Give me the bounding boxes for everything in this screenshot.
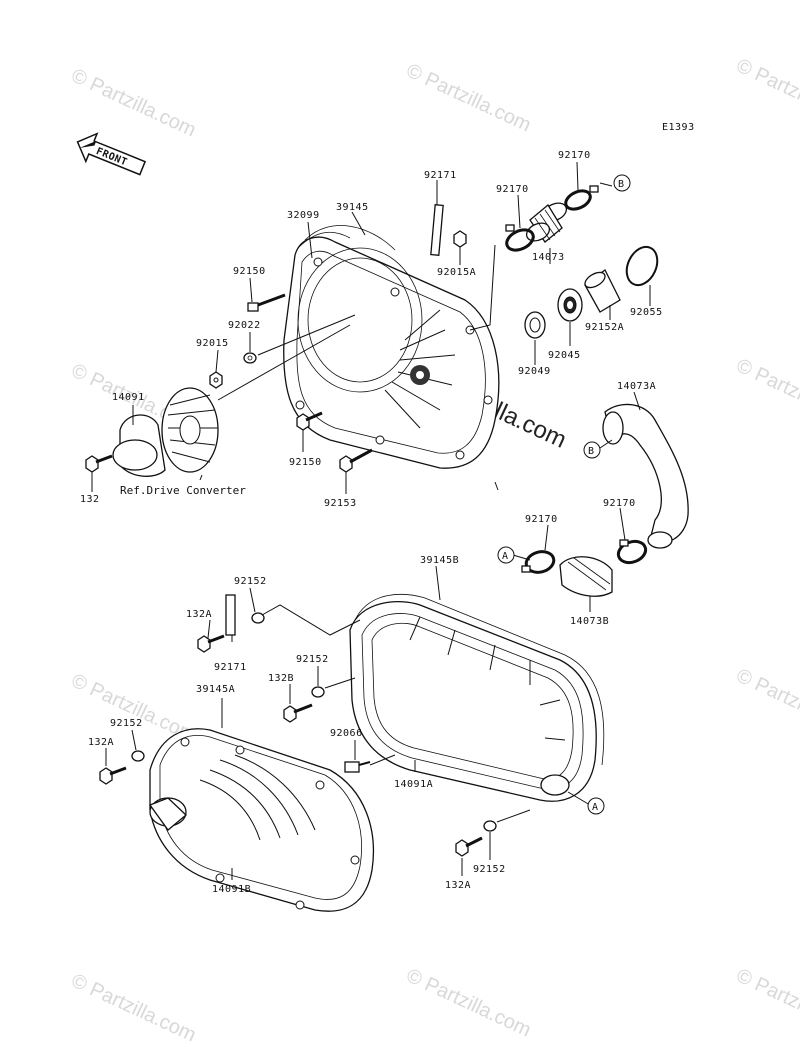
label-92152: 92152 (110, 718, 143, 729)
bolt-132 (85, 454, 113, 473)
sensor-92066 (344, 761, 371, 773)
clamp-92170-d (616, 539, 648, 565)
svg-text:A: A (502, 551, 509, 562)
nut-92015 (209, 371, 223, 389)
label-39145A: 39145A (196, 684, 235, 695)
bolt-92153 (339, 448, 373, 473)
callout-a-duct: A (497, 546, 515, 564)
svg-text:A: A (592, 802, 599, 813)
label-92152: 92152 (296, 654, 329, 665)
label-92170: 92170 (496, 184, 529, 195)
part-labels: 32099 39145 92171 92170 92170 92015A 140… (80, 150, 663, 895)
label-132A: 132A (186, 609, 212, 620)
label-92045: 92045 (548, 350, 581, 361)
svg-text:B: B (618, 179, 625, 190)
watermark: © Partzilla.com (68, 970, 199, 1046)
label-14073A: 14073A (617, 381, 656, 392)
label-92015: 92015 (196, 338, 229, 349)
watermark: © Partzilla.com (733, 665, 800, 742)
label-92049: 92049 (518, 366, 551, 377)
duct-14073A (602, 403, 689, 549)
bolt-132A-c (455, 836, 483, 857)
label-14073B: 14073B (570, 616, 609, 627)
diagram-code: E1393 (662, 122, 695, 133)
washer-92022 (243, 352, 257, 364)
outer-cover-14091B (148, 728, 375, 912)
watermark: © Partzilla.com (733, 355, 800, 432)
label-92171: 92171 (214, 662, 247, 673)
label-132A: 132A (445, 880, 471, 891)
label-39145: 39145 (336, 202, 369, 213)
leader-lines (91, 161, 651, 880)
clamp-92170-c (521, 550, 556, 574)
label-92171: 92171 (424, 170, 457, 181)
seal-92049 (524, 311, 546, 339)
watermark-layer: © Partzilla.com © Partzilla.com © Partzi… (68, 55, 800, 1046)
watermark: © Partzilla.com (68, 65, 199, 142)
label-14091: 14091 (112, 392, 145, 403)
gasket-39145 (297, 231, 351, 249)
gasket-39145B (354, 594, 605, 766)
label-92150: 92150 (233, 266, 266, 277)
label-92150: 92150 (289, 457, 322, 468)
bolt-132A-a (197, 634, 225, 653)
front-arrow-icon: FRONT (76, 132, 147, 176)
label-92170: 92170 (558, 150, 591, 161)
collar-92152-d (483, 820, 497, 832)
label-92153: 92153 (324, 498, 357, 509)
callout-b-top: B (613, 174, 631, 192)
label-92152: 92152 (234, 576, 267, 587)
label-92170: 92170 (525, 514, 558, 525)
watermark: © Partzilla.com (403, 60, 534, 137)
watermark: © Partzilla.com (733, 965, 800, 1042)
bearing-92045 (557, 288, 583, 322)
bolt-132B (283, 703, 313, 723)
collar-92152-b (311, 686, 325, 698)
label-92055: 92055 (630, 307, 663, 318)
bolt-92150-bottom (296, 411, 323, 431)
label-132: 132 (80, 494, 100, 505)
label-14091A: 14091A (394, 779, 433, 790)
bolt-92150-top (247, 293, 286, 312)
collar-92152-c (131, 750, 145, 762)
o-ring-92055 (625, 245, 659, 287)
callout-b-duct: B (583, 441, 601, 459)
label-32099: 32099 (287, 210, 320, 221)
nut-92015A (453, 230, 467, 248)
svg-text:B: B (588, 446, 595, 457)
label-92015A: 92015A (437, 267, 476, 278)
watermark: © Partzilla.com (403, 965, 534, 1042)
label-132B: 132B (268, 673, 294, 684)
label-39145B: 39145B (420, 555, 459, 566)
callout-a-cover: A (587, 797, 605, 815)
label-14073: 14073 (532, 252, 565, 263)
bracket-92171 (225, 594, 236, 636)
reference-note: Ref.Drive Converter (120, 484, 246, 497)
label-92022: 92022 (228, 320, 261, 331)
collar-92152A (584, 269, 621, 313)
label-92152: 92152 (473, 864, 506, 875)
label-92152A: 92152A (585, 322, 624, 333)
label-132A: 132A (88, 737, 114, 748)
label-92170: 92170 (603, 498, 636, 509)
inner-cover-32099 (283, 225, 500, 469)
collar-92152-a (251, 612, 265, 624)
clamp-92170-b (564, 185, 599, 211)
bracket-92171-top (430, 204, 444, 256)
label-92066: 92066 (330, 728, 363, 739)
inner-cover-14091A (349, 600, 597, 802)
bolt-132A-b (99, 766, 127, 785)
clamp-92170-a (505, 224, 535, 252)
watermark: © Partzilla.com (733, 55, 800, 132)
label-14091B: 14091B (212, 884, 251, 895)
duct-14073 (525, 202, 568, 243)
drive-converter (112, 387, 219, 477)
duct-14073B (559, 556, 613, 597)
